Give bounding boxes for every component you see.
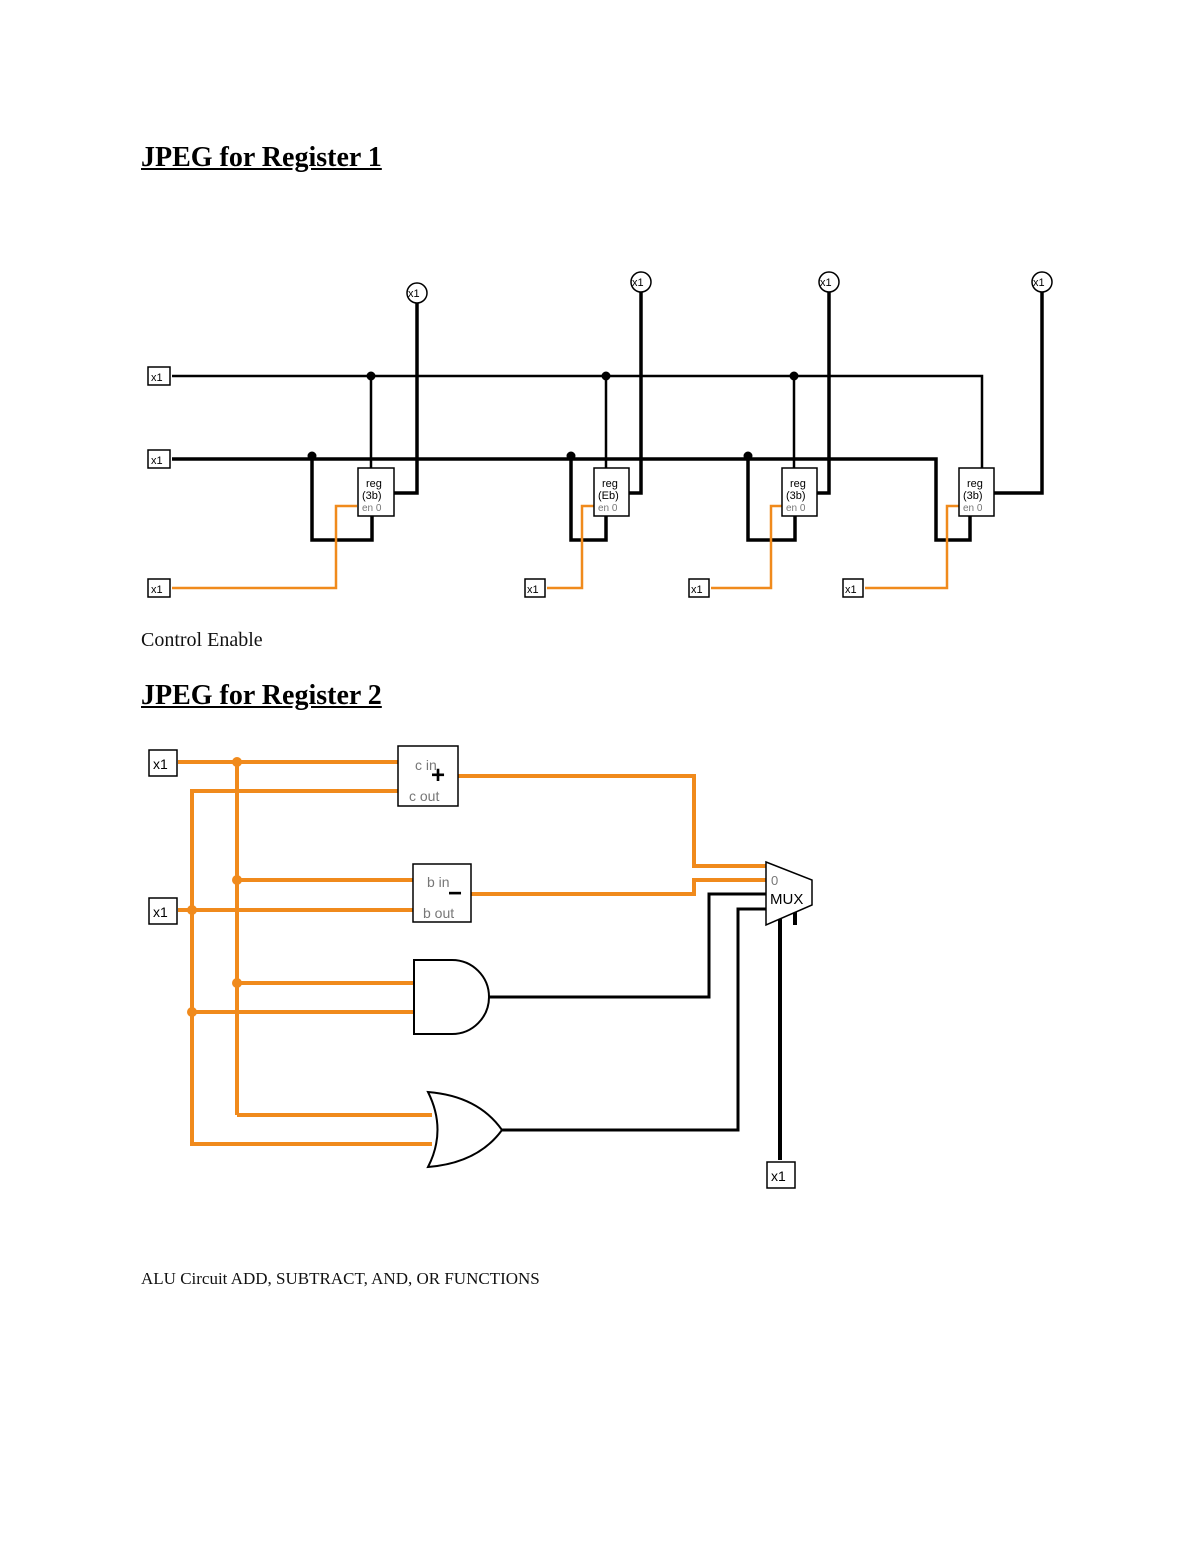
input-pin: x1 [147, 578, 171, 598]
register1-enable-wires [172, 504, 959, 590]
junction-dot [307, 451, 317, 461]
alu-output-wires [458, 774, 797, 1160]
output-wire-1 [394, 302, 419, 495]
reg-line3: en 0 [786, 503, 806, 514]
output-wire-2 [629, 290, 643, 495]
register1-output-probes: x1 x1 x1 x1 [406, 271, 1053, 304]
register1-black-wires [172, 290, 1044, 542]
pin-label: x1 [153, 756, 168, 772]
reg-line3: en 0 [362, 503, 382, 514]
probe-label: x1 [408, 288, 420, 300]
alu-junctions [187, 757, 242, 1017]
junction-dot [232, 978, 242, 988]
junction-dot [789, 371, 799, 381]
subtractor-output-wire [471, 878, 766, 896]
output-probe: x1 [1031, 271, 1053, 293]
reg-line2: (3b) [786, 490, 806, 502]
reg-line2: (3b) [362, 490, 382, 502]
or-gate [426, 1090, 504, 1169]
output-probe: x1 [406, 282, 428, 304]
reg-line1: reg [790, 478, 806, 490]
register-block: reg (3b) en 0 [958, 467, 995, 517]
adder-block: c in c out + [397, 745, 459, 807]
pin-label: x1 [151, 455, 163, 467]
probe-label: x1 [820, 277, 832, 289]
alu-input-wires [178, 760, 432, 1146]
input-pin: x1 [688, 578, 710, 598]
or-output-wire [502, 907, 770, 1132]
reg-line2: (3b) [963, 490, 983, 502]
input-pin: x1 [147, 449, 171, 469]
junction-dot [187, 1007, 197, 1017]
input-b-trunk [190, 789, 432, 1146]
pin-label: x1 [691, 584, 703, 596]
input-pin: x1 [147, 366, 171, 386]
bus-wire-top [172, 374, 984, 470]
register1-diagram: x1 x1 x1 x1 x1 x1 [147, 271, 1053, 598]
subtractor-bout-label: b out [423, 905, 454, 921]
enable-wire-2 [547, 504, 594, 590]
control-enable-caption: Control Enable [141, 629, 263, 651]
alu-input-pin-b: x1 [148, 897, 178, 925]
plus-icon: + [431, 762, 445, 789]
adder-cin-label: c in [415, 757, 437, 773]
pin-label: x1 [151, 372, 163, 384]
subtractor-block: b in b out − [412, 863, 472, 923]
pin-label: x1 [527, 584, 539, 596]
mux-label: MUX [770, 891, 803, 908]
mux-block: 0 MUX [765, 860, 813, 927]
output-probe: x1 [818, 271, 840, 293]
junction-dot [366, 371, 376, 381]
junction-dot [601, 371, 611, 381]
subtractor-bin-label: b in [427, 874, 450, 890]
pin-label: x1 [845, 584, 857, 596]
input-pin: x1 [524, 578, 546, 598]
junction-dot [232, 875, 242, 885]
reg-line3: en 0 [598, 503, 618, 514]
reg-line1: reg [602, 478, 618, 490]
input-pin: x1 [842, 578, 864, 598]
probe-label: x1 [632, 277, 644, 289]
register-block: reg (Eb) en 0 [593, 467, 630, 517]
output-probe: x1 [630, 271, 652, 293]
alu-caption: ALU Circuit ADD, SUBTRACT, AND, OR FUNCT… [141, 1269, 540, 1288]
register1-input-pins: x1 x1 x1 x1 x1 x1 [147, 366, 864, 598]
junction-dot [743, 451, 753, 461]
register1-heading: JPEG for Register 1 [141, 142, 382, 173]
and-gate [413, 959, 490, 1035]
mux-input0-label: 0 [771, 873, 778, 888]
minus-icon: − [448, 880, 462, 907]
alu-diagram: x1 x1 x1 c in c out + b in b out − [148, 745, 813, 1189]
enable-wire-3 [711, 504, 782, 590]
pin-label: x1 [153, 904, 168, 920]
reg-line1: reg [967, 478, 983, 490]
register2-heading: JPEG for Register 2 [141, 680, 382, 711]
feedback-loop-2 [569, 456, 608, 542]
probe-label: x1 [1033, 277, 1045, 289]
adder-output-wire [458, 774, 766, 868]
pin-label: x1 [151, 584, 163, 596]
junction-dot [232, 757, 242, 767]
junction-dot [187, 905, 197, 915]
reg-line1: reg [366, 478, 382, 490]
output-wire-3 [817, 290, 831, 495]
pin-label: x1 [771, 1168, 786, 1184]
feedback-loop-1 [310, 456, 374, 542]
alu-input-pin-a: x1 [148, 749, 178, 777]
junction-dot [566, 451, 576, 461]
reg-line3: en 0 [963, 503, 983, 514]
adder-cout-label: c out [409, 788, 439, 804]
output-wire-4 [994, 290, 1044, 495]
bus-wire-second [172, 457, 972, 542]
register-block: reg (3b) en 0 [357, 467, 395, 517]
enable-wire-4 [865, 504, 959, 590]
and-output-wire [489, 892, 770, 999]
reg-line2: (Eb) [598, 490, 619, 502]
register-block: reg (3b) en 0 [781, 467, 818, 517]
alu-select-pin: x1 [766, 1161, 796, 1189]
enable-wire-1 [172, 504, 357, 590]
